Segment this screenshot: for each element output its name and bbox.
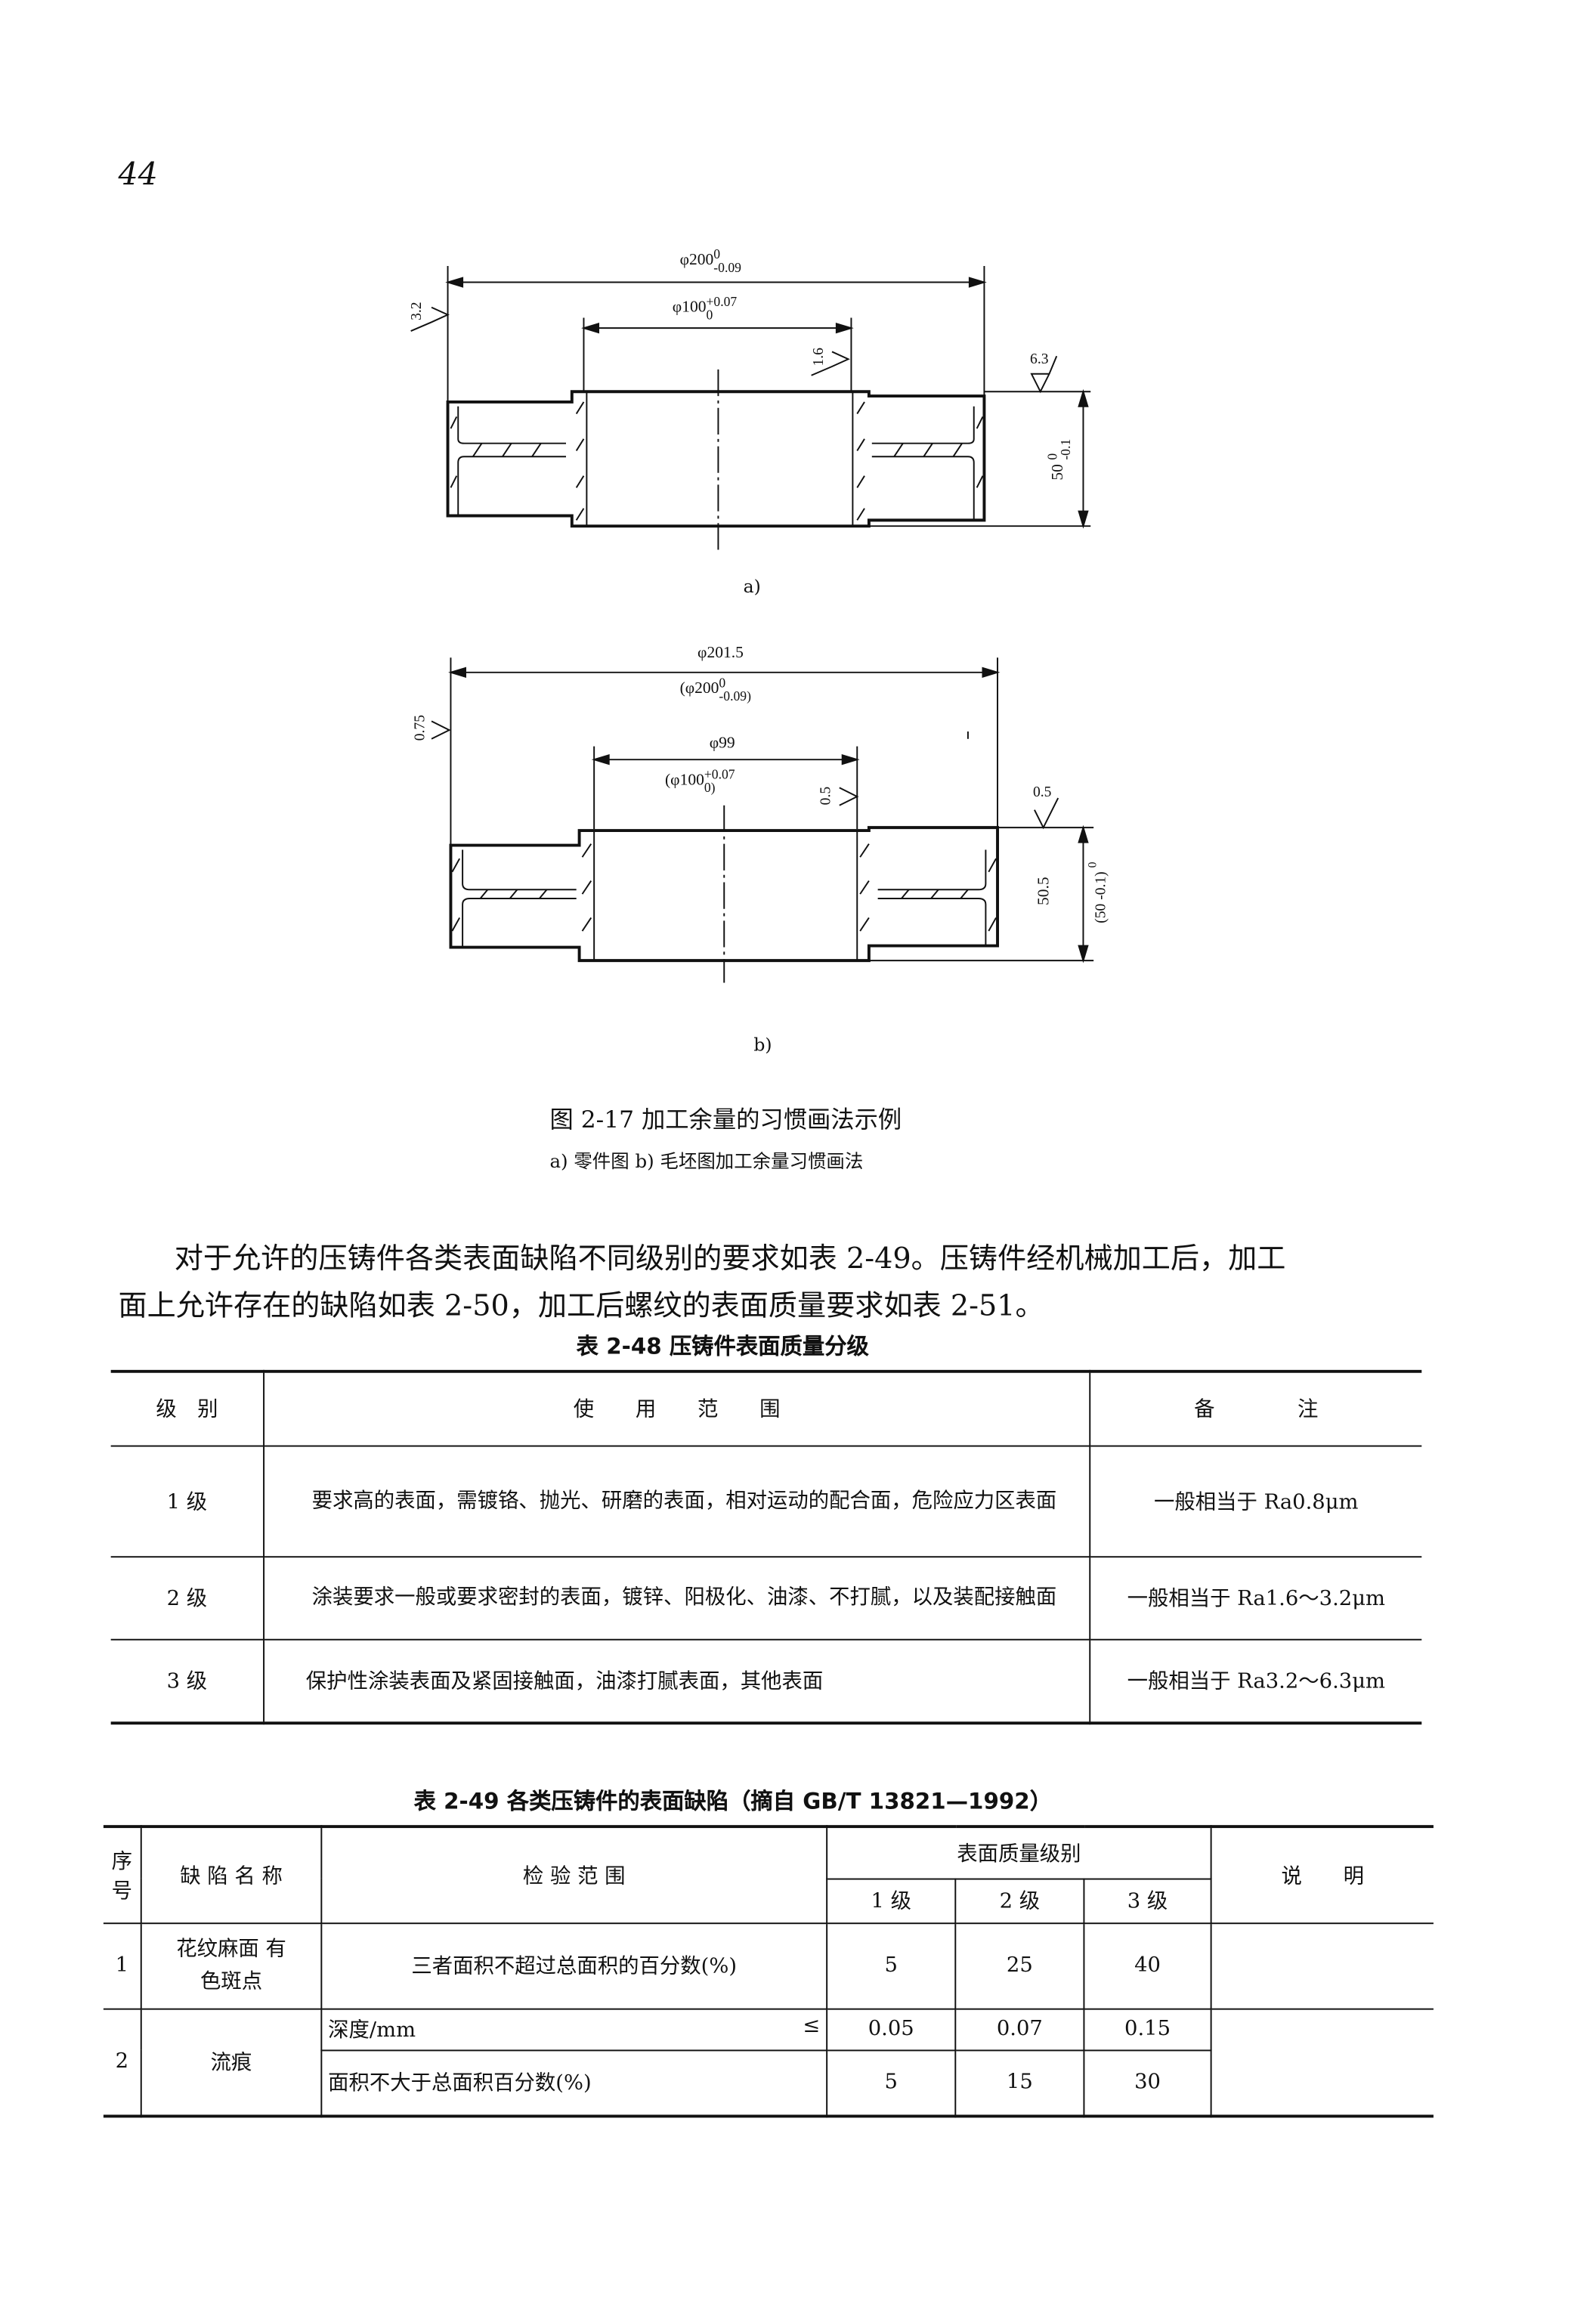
cell-scope: 深度/mm ≤ [320,2007,828,2051]
cell-name: 花纹麻面 有色斑点 [140,1922,323,2009]
dim-value: (50 -0.1) [1093,871,1110,923]
cell-scope: 要求高的表面，需镀铬、抛光、研磨的表面，相对运动的配合面，危险应力区表面 [263,1444,1091,1557]
cell-grade: 1 级 [110,1444,265,1557]
paragraph-line-1: 对于允许的压铸件各类表面缺陷不同级别的要求如表 2-49。压铸件经机械加工后，加… [174,1241,1286,1276]
cell-grade: 3 级 [110,1638,265,1724]
table-49-title: 表 2-49 各类压铸件的表面缺陷（摘自 GB/T 13821—1992） [413,1788,1053,1815]
cell-note [1210,2007,1434,2117]
figure-a-drawing [410,266,1094,983]
tol-upper: 0 [713,246,721,262]
table-row: 2 流痕 深度/mm ≤ 0.05 0.07 0.15 [103,2007,1434,2117]
table-row: 1 级 要求高的表面，需镀铬、抛光、研磨的表面，相对运动的配合面，危险应力区表面… [110,1444,1422,1557]
figure-subcaption: a) 零件图 b) 毛坯图加工余量习惯画法 [549,1149,864,1172]
cell-no: 1 [103,1922,142,2009]
tol-upper: +0.07 [706,294,738,309]
cell-scope: 三者面积不超过总面积的百分数(%) [320,1922,828,2009]
header-scope: 使 用 范 围 [263,1370,1091,1446]
table-row: 1 花纹麻面 有色斑点 三者面积不超过总面积的百分数(%) 5 25 40 [103,1922,1434,2009]
cell-scope: 面积不大于总面积百分数(%) [320,2049,828,2117]
cell-scope: 保护性涂装表面及紧固接触面，油漆打腻表面，其他表面 [263,1638,1091,1724]
paragraph-line-2: 面上允许存在的缺陷如表 2-50，加工后螺纹的表面质量要求如表 2-51。 [118,1288,1044,1323]
table-48: 级 别 使 用 范 围 备 注 1 级 要求高的表面，需镀铬、抛光、研磨的表面，… [110,1369,1422,1725]
header-grade: 级 别 [110,1370,265,1446]
cell-note: 一般相当于 Ra1.6～3.2μm [1089,1555,1422,1640]
table-row: 3 级 保护性涂装表面及紧固接触面，油漆打腻表面，其他表面 一般相当于 Ra3.… [110,1638,1422,1724]
cell-no: 2 [103,2007,142,2117]
fig-b-height-original: (50 -0.1) 0 [1086,862,1109,923]
figure-caption: 图 2-17 加工余量的习惯画法示例 [549,1105,902,1134]
header-grade: 表面质量级别 [826,1826,1212,1879]
page-number: 44 [118,156,158,193]
tol-upper: 0 [719,675,726,691]
le-symbol: ≤ [803,2014,821,2038]
cell-note [1210,1922,1434,2009]
tol-lower: 0) [704,780,716,796]
header-name: 缺 陷 名 称 [140,1826,323,1924]
table-header-row: 序号 缺 陷 名 称 检 验 范 围 表面质量级别 说 明 [103,1826,1434,1924]
table-row: 面积不大于总面积百分数(%) 5 15 30 [104,2049,1434,2117]
cell-grade-2: 25 [954,1922,1085,2009]
tol-lower: -0.09) [719,688,751,704]
cell-grade-3: 0.15 [1083,2007,1212,2051]
header-grade-2: 2 级 [954,1877,1085,1924]
tol-lower: -0.1 [1058,438,1073,460]
fig-a-label: a) [743,576,761,598]
fig-a-roughness-top: 6.3 [1030,351,1049,368]
cell-grade-3: 30 [1083,2049,1212,2117]
fig-b-allowance-top: 0.5 [1032,784,1052,801]
fig-b-allowance-left: 0.75 [413,715,429,741]
cell-scope: 涂装要求一般或要求密封的表面，镀锌、阳极化、油漆、不打腻，以及装配接触面 [263,1555,1091,1640]
fig-b-height: 50.5 [1035,877,1053,906]
fig-a-roughness-left: 3.2 [409,302,425,320]
tol-lower: -0.09 [713,260,741,275]
cell-grade-1: 0.05 [826,2007,957,2051]
header-note: 备 注 [1089,1370,1422,1446]
cell-grade-1: 5 [826,1922,957,2009]
figure-b-part [431,657,1094,983]
fig-b-label: b) [753,1034,772,1056]
dim-value: (φ200 [679,679,719,698]
fig-b-allowance-bore: 0.5 [818,786,835,806]
fig-a-height: 50 0-0.1 [1045,438,1073,481]
tol-upper: 0 [1085,861,1100,868]
fig-b-inner-diameter: φ99 [709,734,735,753]
tol-lower: 0 [706,307,713,323]
fig-a-roughness-bore: 1.6 [811,348,827,367]
cell-note: 一般相当于 Ra3.2～6.3μm [1089,1638,1422,1724]
dim-value: φ200 [679,251,714,269]
cell-grade-2: 15 [954,2049,1085,2117]
header-grade-3: 3 级 [1083,1877,1212,1924]
tol-upper: +0.07 [704,766,735,782]
dim-value: (φ100 [665,771,704,790]
header-note: 说 明 [1210,1826,1434,1924]
table-49: 序号 缺 陷 名 称 检 验 范 围 表面质量级别 说 明 1 级 2 级 3 … [103,1825,1434,2118]
dim-value: 50 [1049,464,1067,481]
cell-grade: 2 级 [110,1555,265,1640]
dim-value: φ100 [672,298,707,317]
header-grade-1: 1 级 [826,1877,957,1924]
table-header-row: 级 别 使 用 范 围 备 注 [110,1370,1422,1446]
table-row: 2 级 涂装要求一般或要求密封的表面，镀锌、阳极化、油漆、不打腻，以及装配接触面… [110,1555,1422,1640]
scope-text: 深度/mm [328,2018,416,2043]
header-scope: 检 验 范 围 [320,1826,828,1924]
figure-a-part [410,266,1091,555]
cell-grade-3: 40 [1083,1922,1212,2009]
fig-b-outer-diameter: φ201.5 [697,644,744,663]
cell-name: 流痕 [140,2007,323,2117]
cell-grade-1: 5 [826,2049,957,2117]
table-48-title: 表 2-48 压铸件表面质量分级 [576,1332,869,1360]
cell-grade-2: 0.07 [954,2007,1085,2051]
cell-note: 一般相当于 Ra0.8μm [1089,1444,1422,1557]
header-no: 序号 [103,1826,142,1924]
